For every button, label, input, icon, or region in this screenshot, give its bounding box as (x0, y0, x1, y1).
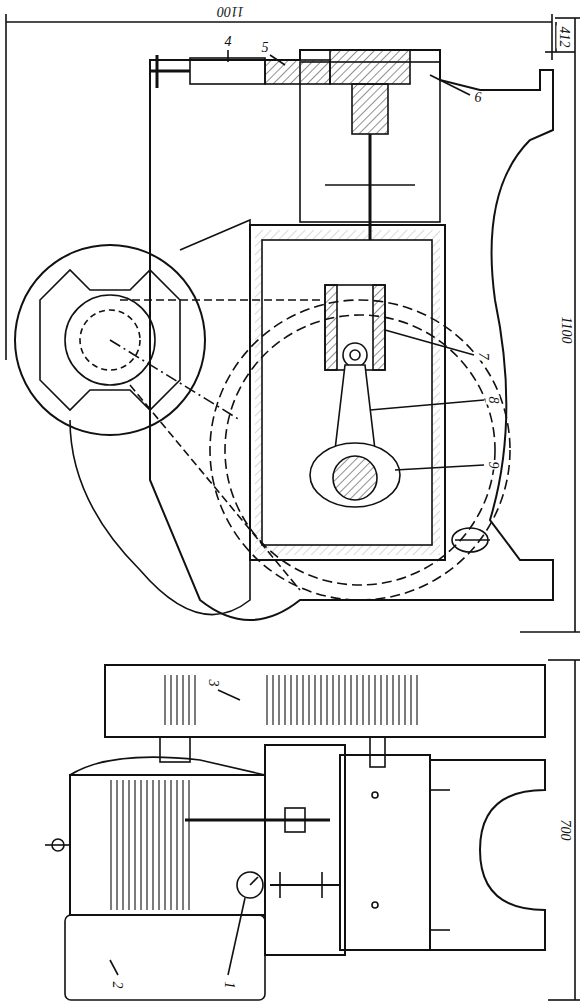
callout-number: 9 (485, 461, 499, 470)
callout-number: 4 (224, 35, 233, 49)
callout-number: 3 (205, 679, 219, 688)
callout-number: 1 (221, 981, 235, 990)
dimension-text: 412 (556, 26, 570, 49)
dimension-text: 700 (557, 819, 571, 842)
callout-number: 2 (109, 981, 123, 990)
callout-number: 7 (475, 352, 489, 361)
callout-number: 8 (485, 396, 499, 405)
callout-number: 6 (474, 91, 483, 105)
dimension-text: 1100 (559, 316, 573, 345)
callout-number: 5 (261, 41, 270, 55)
dimension-text: 1100 (216, 4, 245, 18)
